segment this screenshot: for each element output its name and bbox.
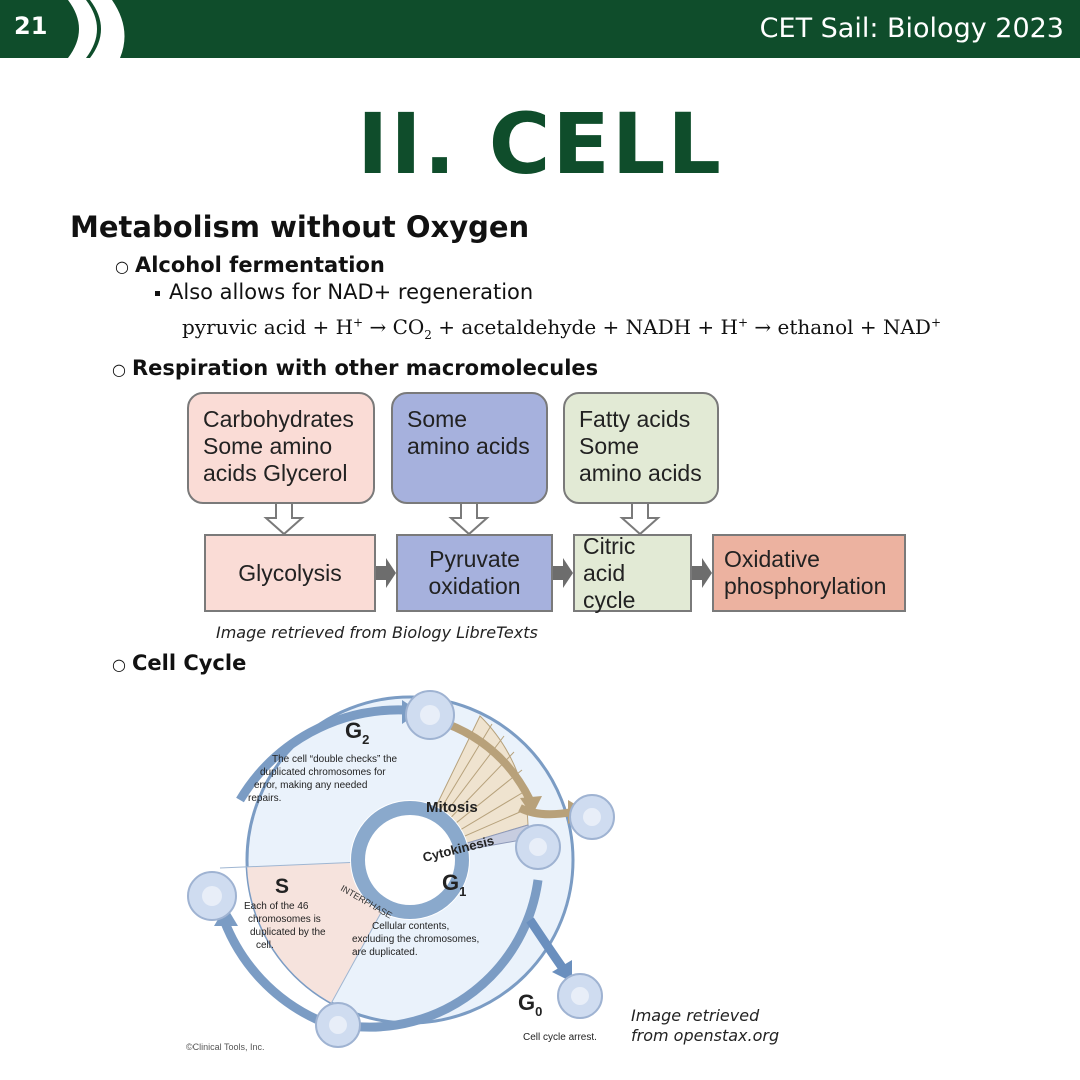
square-bullet-icon (155, 290, 160, 296)
mitosis-label: Mitosis (426, 799, 478, 816)
g2-desc-line: repairs. (248, 793, 281, 804)
input-box-carbohydrates: Carbohydrates Some amino acids Glycerol (187, 392, 375, 504)
s-desc-line: duplicated by the (250, 927, 326, 938)
bullet-cell-cycle: ○ Cell Cycle (112, 651, 246, 675)
circle-bullet-icon: ○ (112, 360, 126, 379)
equation-part: + acetaldehyde + NADH + H (431, 315, 738, 339)
page-title: II. CELL (357, 95, 723, 193)
equation-sup: + (930, 315, 942, 330)
copyright-text: ©Clinical Tools, Inc. (186, 1042, 265, 1052)
equation-part: pyruvic acid + H (182, 315, 354, 339)
section-heading: Metabolism without Oxygen (70, 210, 530, 244)
stage-box-citric-acid-cycle: Citric acid cycle (573, 533, 692, 613)
equation-sup: + (353, 315, 364, 330)
cell-icon (329, 1016, 347, 1034)
header-title: CET Sail: Biology 2023 (759, 13, 1064, 44)
circle-bullet-icon: ○ (115, 257, 129, 276)
s-label: S (275, 875, 289, 898)
equation-part: → ethanol + NAD (748, 315, 931, 339)
stage-box-pyruvate-oxidation: Pyruvate oxidation (396, 534, 553, 612)
cell-icon (529, 838, 547, 856)
input-box-fatty-acids: Fatty acids Some amino acids (563, 392, 719, 504)
cell-icon (420, 705, 440, 725)
equation-sub: 2 (424, 328, 432, 342)
s-arrow (219, 918, 320, 1025)
fermentation-equation: pyruvic acid + H+ → CO2 + acetaldehyde +… (182, 315, 941, 342)
cell-icon (571, 987, 589, 1005)
diagram-caption: Image retrieved from Biology LibreTexts (216, 623, 538, 642)
down-arrow-icon (619, 502, 661, 536)
header-bar: 21 CET Sail: Biology 2023 (0, 0, 1080, 58)
sub-bullet-nad: Also allows for NAD+ regeneration (155, 280, 533, 304)
s-desc-line: chromosomes is (248, 914, 321, 925)
bullet-respiration: ○ Respiration with other macromolecules (112, 356, 598, 380)
s-desc-line: Each of the 46 (244, 901, 309, 912)
page-number: 21 (14, 12, 48, 40)
right-arrow-icon (376, 558, 396, 588)
circle-bullet-icon: ○ (112, 655, 126, 674)
bullet-label: Respiration with other macromolecules (131, 356, 599, 380)
equation-part: → CO (363, 315, 425, 339)
cell-icons (187, 690, 615, 1048)
inner-ring-center (372, 822, 448, 898)
bullet-alcohol-fermentation: ○ Alcohol fermentation (115, 253, 385, 277)
g1-desc-line: Cellular contents, (372, 921, 449, 932)
down-arrow-icon (263, 502, 305, 536)
cell-cycle-caption: Image retrieved from openstax.org (631, 1006, 779, 1046)
stage-box-glycolysis: Glycolysis (204, 534, 376, 612)
input-box-amino-acids: Some amino acids (391, 392, 548, 504)
stage-box-oxidative-phosphorylation: Oxidative phosphorylation (712, 534, 906, 612)
g2-desc-line: duplicated chromosomes for (260, 767, 386, 778)
g2-label: G2 (345, 718, 369, 747)
g0-label: G0 (518, 990, 542, 1019)
right-arrow-icon (553, 558, 573, 588)
g2-desc-line: error, making any needed (254, 780, 367, 791)
caption-line: Image retrieved (631, 1006, 760, 1025)
equation-sup: + (737, 315, 749, 330)
arrow-head-icon (552, 960, 572, 982)
down-arrow-icon (448, 502, 490, 536)
right-arrow-icon (692, 558, 712, 588)
g1-arrow (349, 879, 543, 1032)
daughter-arrow (518, 804, 573, 819)
g2-arrow (236, 705, 406, 803)
g0-desc: Cell cycle arrest. (523, 1032, 597, 1043)
header-swoosh-decoration (68, 0, 125, 58)
bullet-label: Alcohol fermentation (134, 253, 385, 277)
bullet-label: Cell Cycle (131, 651, 247, 675)
g1-label: G1 (442, 870, 466, 899)
sub-bullet-label: Also allows for NAD+ regeneration (169, 280, 534, 304)
cell-icon (583, 808, 601, 826)
g1-desc-line: excluding the chromosomes, (352, 934, 479, 945)
arrow-head-icon (520, 796, 542, 816)
g1-desc-line: are duplicated. (352, 947, 418, 958)
s-desc-line: cell. (256, 940, 274, 951)
cell-icon (202, 886, 222, 906)
g2-desc-line: The cell “double checks” the (272, 754, 398, 765)
interphase-ring (351, 801, 469, 919)
cell-cycle-diagram: G2 The cell “double checks” the duplicat… (186, 690, 615, 1052)
caption-line: from openstax.org (631, 1026, 780, 1045)
